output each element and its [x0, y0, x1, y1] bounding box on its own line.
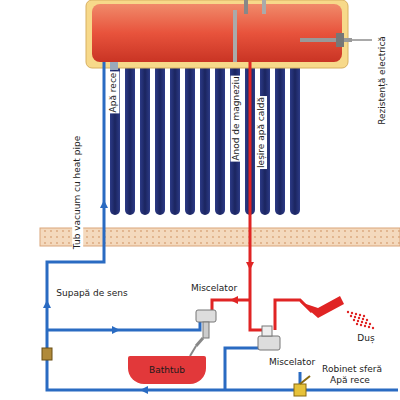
water-drop	[354, 316, 356, 318]
fitting	[110, 62, 118, 70]
mixer-tap	[258, 326, 280, 350]
water-drop	[360, 324, 362, 326]
vacuum-tube	[290, 62, 300, 215]
vacuum-tube	[275, 62, 285, 215]
part-label: Supapă de sens	[55, 288, 128, 299]
water-drop	[364, 325, 366, 327]
vertical-label: Apă rece	[109, 71, 120, 113]
water-drop	[368, 326, 370, 328]
vacuum-tube	[185, 62, 195, 215]
leader-line	[352, 40, 372, 41]
vacuum-tube	[170, 62, 180, 215]
fitting	[244, 0, 248, 14]
water-drop	[369, 323, 371, 325]
fitting	[262, 0, 266, 14]
vacuum-tubes	[110, 62, 300, 215]
mixer-tap	[196, 310, 216, 346]
tank-frame	[86, 0, 348, 68]
water-drop	[363, 315, 365, 317]
water-drop	[353, 319, 355, 321]
vertical-label: Rezistență electrică	[376, 35, 387, 126]
water-drop	[359, 314, 361, 316]
part-label: Duș	[356, 333, 375, 344]
part-label: Robinet sferă	[321, 364, 383, 375]
shower-head	[300, 296, 344, 318]
bathtub: Bathtub	[128, 356, 206, 384]
water-drop	[350, 315, 352, 317]
shower-drops	[347, 311, 374, 329]
water-drop	[355, 313, 357, 315]
water-drop	[347, 311, 349, 313]
vacuum-tube	[200, 62, 210, 215]
vertical-label: Anod de magneziu	[231, 75, 242, 161]
water-tank	[92, 4, 342, 62]
vacuum-tube	[140, 62, 150, 215]
node-text: Bathtub	[149, 365, 185, 375]
vacuum-tube	[125, 62, 135, 215]
water-drop	[361, 321, 363, 323]
water-drop	[362, 318, 364, 320]
water-drop	[356, 323, 358, 325]
check-valve	[42, 348, 52, 360]
electric-resistance	[300, 38, 352, 42]
part-label: Miscelator	[268, 357, 316, 368]
vertical-label: Tub vacuum cu heat pipe	[72, 134, 83, 249]
part-label: Miscelator	[190, 283, 238, 294]
cold-water-pipe	[47, 62, 398, 390]
water-drop	[372, 327, 374, 329]
roof-band	[40, 228, 400, 246]
water-drop	[365, 322, 367, 324]
part-label: Apă rece	[329, 375, 371, 386]
vertical-label: Ieșire apă caldă	[256, 95, 267, 168]
water-drop	[366, 319, 368, 321]
magnesium-anode	[233, 10, 237, 62]
electric-resistance	[336, 33, 344, 47]
vacuum-tube	[215, 62, 225, 215]
water-drop	[351, 312, 353, 314]
water-drop	[358, 317, 360, 319]
spout	[190, 346, 196, 356]
ball-valve	[294, 376, 310, 396]
vacuum-tube	[155, 62, 165, 215]
water-drop	[357, 320, 359, 322]
